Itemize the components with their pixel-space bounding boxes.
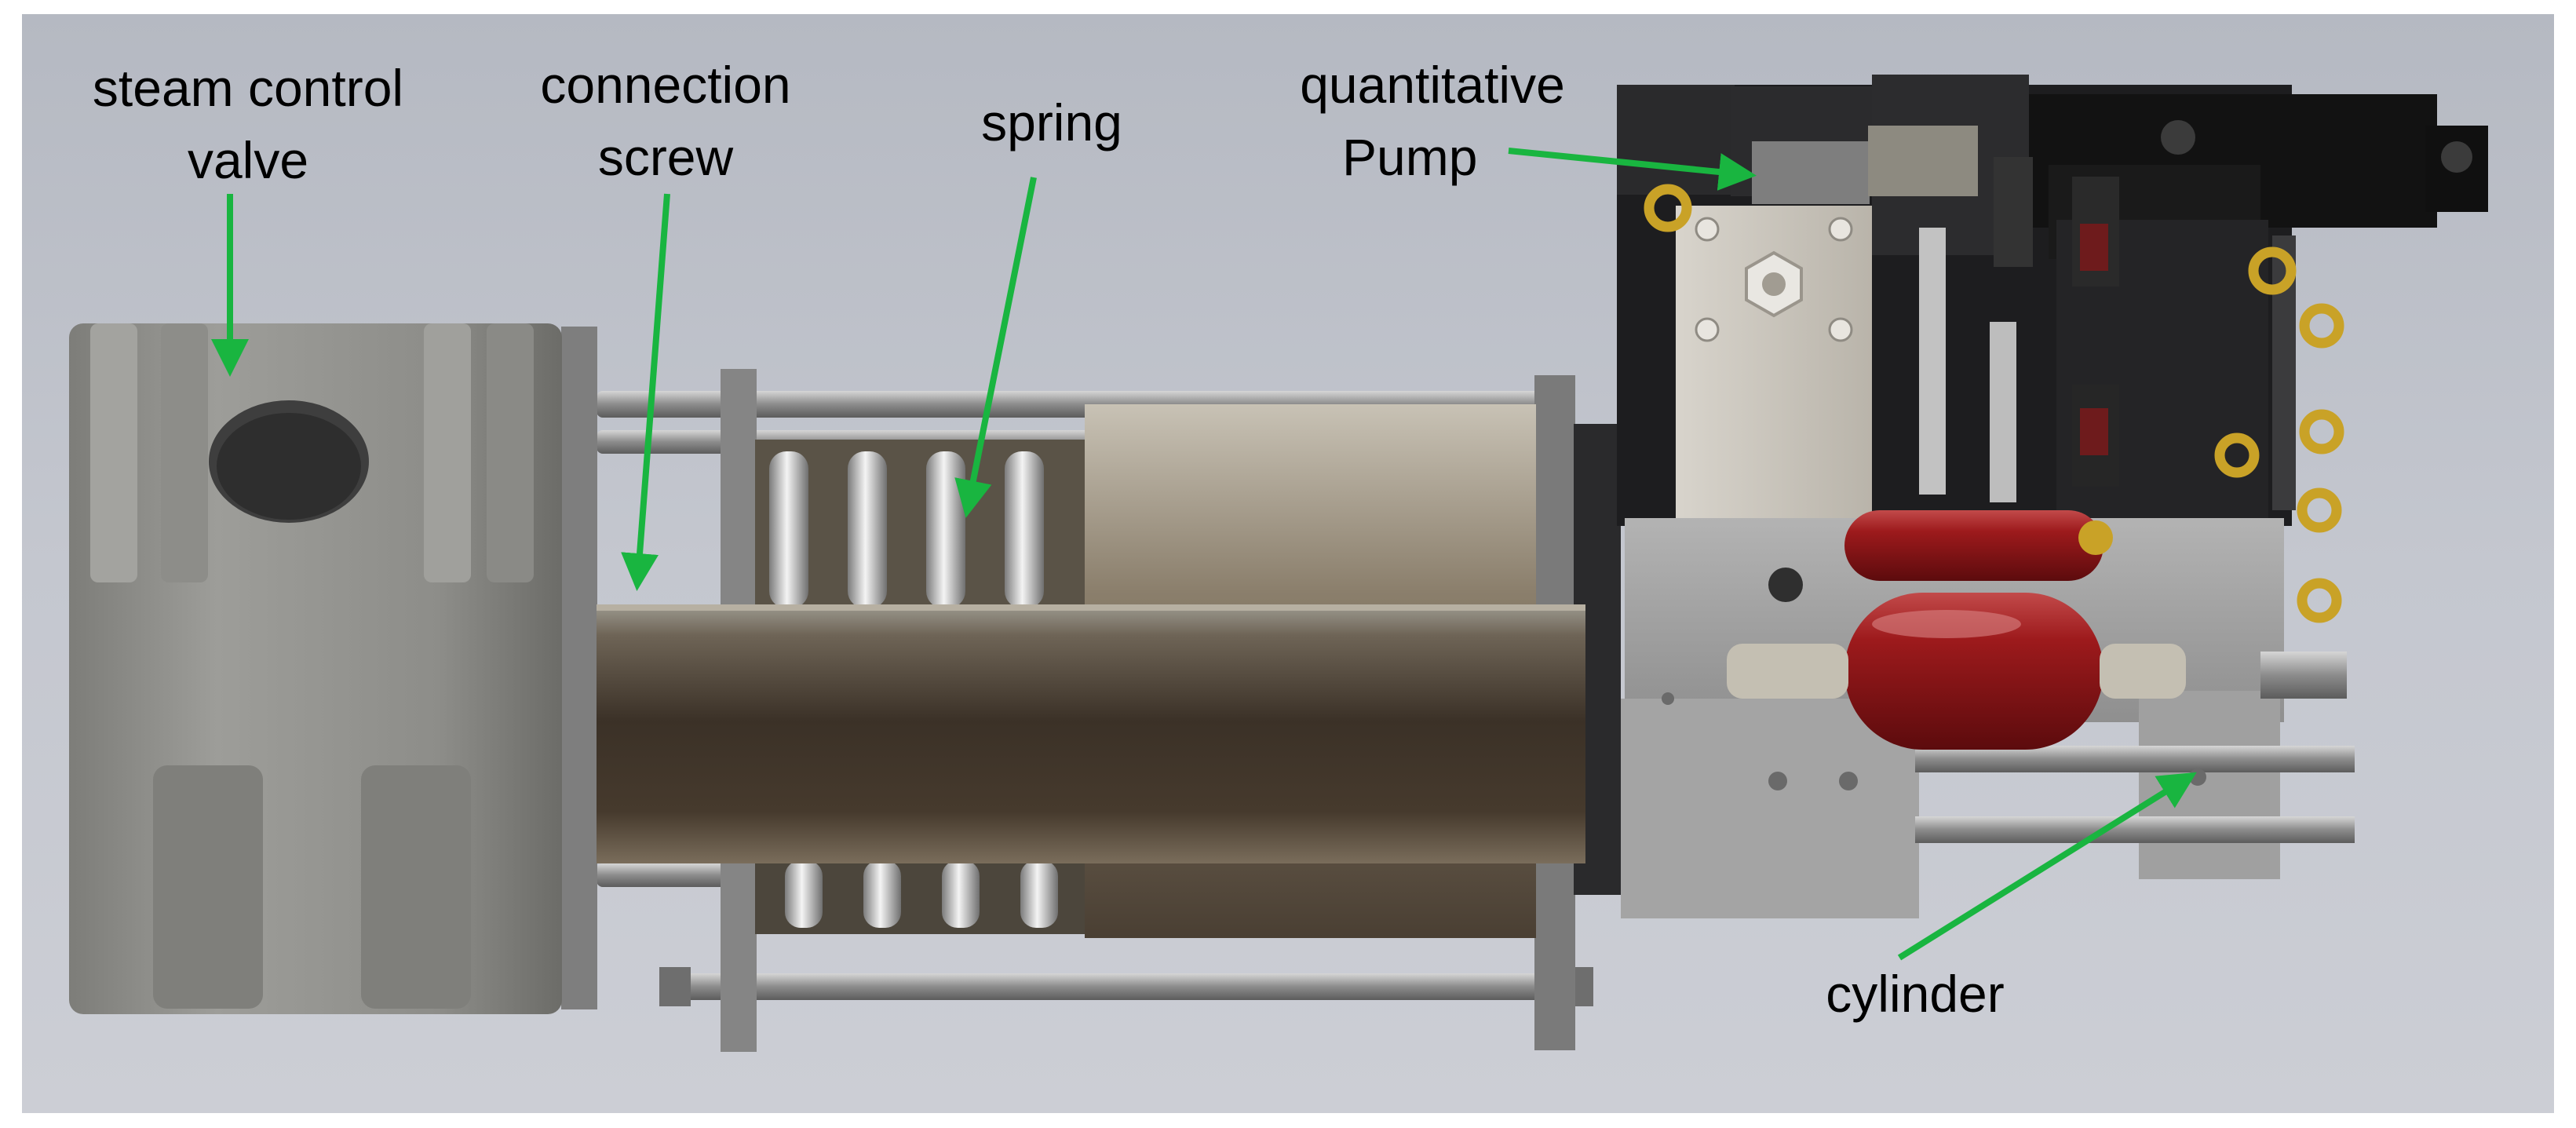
label-spring: spring [942, 86, 1162, 159]
label-connection-screw-line2: screw [597, 128, 734, 186]
hydraulic-fittings [1919, 177, 2119, 502]
barrel [597, 604, 1585, 863]
label-steam-control-valve-line2: valve [187, 131, 309, 189]
label-steam-control-valve-line1: steam control [92, 59, 404, 117]
label-connection-screw: connection screw [509, 49, 823, 193]
pump-block-details [1695, 217, 1853, 342]
arrows [211, 148, 2197, 961]
label-cylinder-text: cylinder [1826, 965, 2005, 1023]
arrow-cylinder [1897, 772, 2197, 961]
arrow-spring [954, 177, 1037, 518]
arrow-connection-screw [621, 193, 670, 591]
label-spring-text: spring [981, 93, 1122, 151]
label-connection-screw-line1: connection [540, 56, 791, 114]
label-quantitative-pump-line1: quantitative [1300, 56, 1565, 114]
label-steam-control-valve: steam control valve [60, 52, 436, 196]
accumulator-top [1844, 510, 2113, 581]
accumulator-bottom [1727, 593, 2186, 750]
label-cylinder: cylinder [1778, 958, 2052, 1030]
spring-top [755, 440, 1085, 614]
label-quantitative-pump-line2: Pump [1342, 128, 1478, 186]
spring-bottom [755, 856, 1085, 934]
steam-control-valve-body [69, 323, 562, 1014]
arrow-quantitative-pump [1508, 148, 1757, 191]
tie-rod-bottom [659, 967, 1593, 1006]
flange-left [561, 327, 597, 1009]
label-quantitative-pump: quantitative Pump [1248, 49, 1617, 193]
